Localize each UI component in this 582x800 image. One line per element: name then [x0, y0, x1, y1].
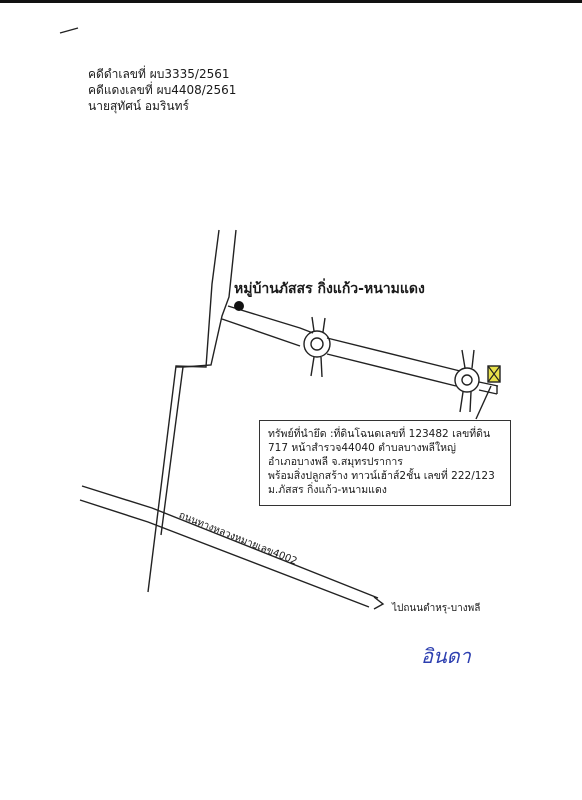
- info-line-1: ทรัพย์ที่นำยึด :ที่ดินโฉนดเลขที่ 123482 …: [268, 428, 491, 440]
- village-road-bottom-edge: [221, 318, 301, 347]
- property-info-box: ทรัพย์ที่นำยึด :ที่ดินโฉนดเลขที่ 123482 …: [259, 420, 511, 506]
- main-road-left-edge: [147, 229, 220, 593]
- property-marker: [487, 365, 501, 383]
- village-road-top-edge-2: [326, 337, 461, 372]
- black-case-number: คดีดำเลขที่ ผบ3335/2561: [88, 67, 230, 81]
- highway-top-edge: [81, 485, 379, 599]
- main-road-right-edge: [160, 229, 237, 536]
- roundabout-2-outer: [454, 367, 480, 393]
- village-label: หมู่บ้านภัสสร กิ่งแก้ว-หนามแดง: [234, 281, 425, 297]
- scan-edge: [0, 0, 582, 3]
- info-line-5: ม.ภัสสร กิ่งแก้ว-หนามแดง: [268, 484, 387, 496]
- info-line-2: 717 หน้าสำรวจ44040 ตำบลบางพลีใหญ่: [268, 442, 456, 454]
- signature: อินดา: [421, 644, 471, 668]
- info-line-4: พร้อมสิ่งปลูกสร้าง ทาวน์เฮ้าส์2ชั้น เลขท…: [268, 470, 495, 482]
- arrow-head: [373, 596, 385, 610]
- leader-line: [475, 385, 492, 420]
- roundabout-2-inner: [461, 374, 473, 386]
- roundabout-1-inner: [310, 337, 324, 351]
- destination-label: ไปถนนตำหรุ-บางพลี: [392, 603, 481, 614]
- village-dot: [234, 301, 244, 311]
- highway-bottom-edge: [79, 499, 370, 608]
- defendant-name: นายสุทัศน์ อมรินทร์: [88, 99, 189, 113]
- scan-mark: [59, 27, 79, 34]
- village-road-top-edge: [227, 305, 314, 334]
- case-header: คดีดำเลขที่ ผบ3335/2561 คดีแดงเลขที่ ผบ4…: [88, 66, 236, 114]
- roundabout-1-outer: [303, 330, 331, 358]
- village-road-bottom-edge-2: [326, 353, 457, 387]
- red-case-number: คดีแดงเลขที่ ผบ4408/2561: [88, 83, 237, 97]
- info-line-3: อำเภอบางพลี จ.สมุทรปราการ: [268, 456, 403, 468]
